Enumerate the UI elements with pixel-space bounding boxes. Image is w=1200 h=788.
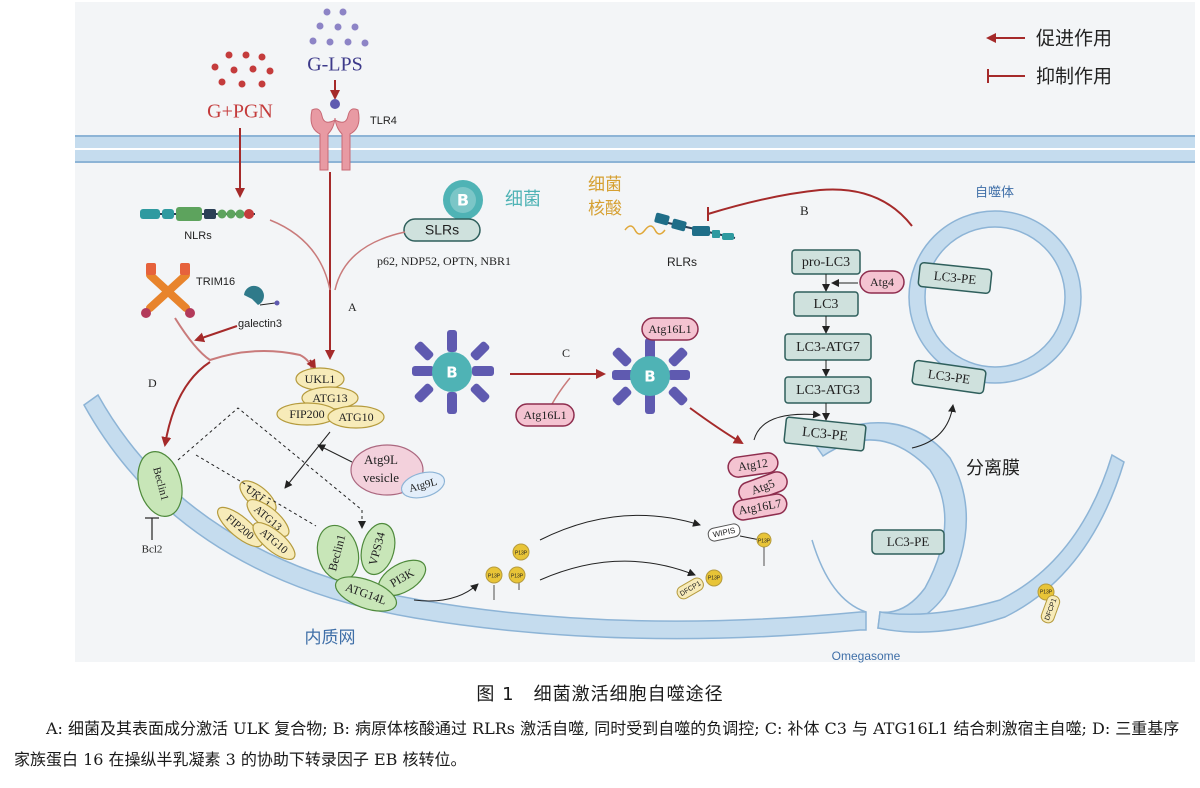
phagophore-to-autophagosome-arrow	[911, 404, 956, 449]
galectin3-label: galectin3	[238, 318, 282, 330]
p13p-to-wipis-arrow	[539, 514, 701, 541]
slr-list-label: p62, NDP52, OPTN, NBR1	[377, 254, 511, 268]
trim16-protein	[141, 263, 195, 318]
autophagosome	[908, 210, 1082, 384]
svg-text:P13P: P13P	[758, 538, 771, 544]
trim16-to-beclin1-arrow	[161, 361, 211, 447]
nlrs-receptor	[140, 207, 255, 221]
beclin1-dashed-path	[177, 407, 366, 529]
phagophore-label: 分离膜	[966, 458, 1020, 479]
p13p-to-dfcp1-arrow	[539, 560, 696, 581]
atg16l1-free: Atg16L1	[515, 403, 575, 427]
svg-text:P13P: P13P	[488, 573, 501, 579]
atg13-top-label: ATG13	[312, 391, 347, 405]
bacteria-label: 细菌	[505, 189, 541, 210]
er-membrane	[83, 393, 867, 640]
beclin1-free: Beclin1	[137, 451, 183, 517]
nlrs-to-a-curve	[269, 219, 331, 291]
svg-text:vesicle: vesicle	[363, 470, 399, 485]
omegasome-label: Omegasome	[832, 649, 901, 663]
dfcp1-right-group: P13P DFCP1	[1037, 583, 1061, 624]
lc3pe-box-inner: LC3-PE	[871, 529, 945, 555]
path-d-label: D	[148, 376, 157, 390]
bacteria-slrs: B SLRs	[403, 180, 483, 242]
galectin3-protein	[244, 285, 280, 306]
svg-text:P13P: P13P	[708, 575, 721, 581]
svg-text:Atg9L: Atg9L	[364, 452, 398, 467]
slrs-label: SLRs	[425, 222, 459, 238]
gpgn-label: G+PGN	[207, 101, 273, 123]
lps-ligand	[330, 99, 340, 109]
path-b-label: B	[800, 203, 809, 218]
trim16-label: TRIM16	[196, 276, 235, 288]
lc3-atg7-label: LC3-ATG7	[796, 340, 860, 355]
figure-caption-title: 图 1 细菌激活细胞自噬途径	[476, 684, 724, 705]
atg9l-to-ulk-arrow	[317, 444, 353, 463]
bcl2-label: Bcl2	[142, 544, 163, 556]
fip200-top-label: FIP200	[289, 407, 324, 421]
tlr4-receptor	[310, 108, 360, 171]
bacteria-c3-left: B	[412, 330, 494, 414]
pgn-particles	[211, 51, 274, 88]
lc3-pe-phagophore-label: LC3-PE	[801, 425, 848, 445]
svg-text:Atg16L1: Atg16L1	[523, 408, 566, 422]
glps-label: G-LPS	[307, 54, 363, 76]
plasma-membrane	[75, 135, 1195, 163]
legend: 促进作用 抑制作用	[986, 28, 1112, 88]
wipis-group: WIPIS P13P P13P DFCP1	[676, 523, 772, 600]
pro-lc3-label: pro-LC3	[802, 255, 850, 270]
nucleic-acid-strand	[624, 225, 666, 235]
er-label: 内质网	[305, 628, 356, 648]
autophagosome-inhibits-rlrs	[707, 188, 913, 227]
lc3pe-box-autophagosome-bottom: LC3-PE	[911, 359, 987, 395]
atg10-top-label: ATG10	[338, 410, 373, 424]
svg-text:B: B	[446, 364, 457, 382]
svg-text:P13P: P13P	[515, 550, 528, 556]
nucleic-acid-label-2: 核酸	[588, 199, 622, 219]
svg-text:LC3-PE: LC3-PE	[933, 268, 977, 287]
figure-caption-body: A: 细菌及其表面成分激活 ULK 复合物; B: 病原体核酸通过 RLRs 激…	[14, 719, 1180, 769]
atg12-label: Atg12	[737, 456, 769, 474]
svg-text:P13P: P13P	[1040, 589, 1053, 595]
pi3k-complex: Beclin1 VPS34 PI3K ATG14L	[316, 522, 427, 612]
legend-inhibit-label: 抑制作用	[1036, 66, 1112, 88]
ulk-to-membrane-arrow	[284, 431, 331, 489]
rlrs-label: RLRs	[667, 255, 697, 269]
bacteria-c3-right: B Atg16L1	[612, 317, 699, 414]
svg-text:LC3-PE: LC3-PE	[927, 366, 971, 387]
lc3pe-box-autophagosome-top: LC3-PE	[917, 261, 993, 295]
ulk-complex-top: UKL1 ATG13 FIP200 ATG10	[276, 367, 385, 429]
galectin3-to-trim16-arrow	[194, 325, 238, 343]
p13p-cluster: P13P P13P P13P	[485, 543, 530, 600]
bacteria-b-label: B	[457, 191, 469, 210]
path-c-label: C	[562, 346, 570, 360]
nucleic-acid-label-1: 细菌	[588, 175, 622, 195]
svg-text:P13P: P13P	[511, 573, 524, 579]
atg4-label: Atg4	[870, 275, 894, 289]
beclin1-dashed-path-2	[195, 454, 317, 527]
tlr4-label: TLR4	[370, 115, 397, 127]
svg-text:B: B	[644, 368, 655, 386]
legend-promote-label: 促进作用	[1036, 28, 1112, 50]
rlrs-receptor	[654, 212, 736, 240]
atg12-atg5-atg16l7-complex: Atg12 Atg5 Atg16L7	[727, 452, 788, 521]
atg9l-vesicle: Atg9L vesicle Atg9L	[350, 444, 446, 499]
path-a-label: A	[348, 300, 357, 314]
atg-to-lc3-arrow	[753, 410, 821, 441]
pi3k-to-p13p-arrow	[413, 583, 479, 602]
complex-to-atg12-arrow	[689, 407, 744, 445]
lc3-cascade: pro-LC3 Atg4 LC3 LC3-ATG7 LC3-ATG3 LC3-P…	[783, 249, 905, 452]
ulk-complex-er: UKL1 ATG13 FIP200 ATG10	[217, 480, 296, 560]
lc3-atg3-label: LC3-ATG3	[796, 383, 860, 398]
lc3-label: LC3	[814, 297, 839, 312]
autophagosome-label: 自噬体	[975, 186, 1014, 201]
lps-particles	[309, 8, 369, 47]
nlrs-label: NLRs	[184, 230, 212, 242]
slrs-to-a-curve	[334, 231, 406, 291]
ukl1-top-label: UKL1	[305, 372, 336, 386]
svg-text:LC3-PE: LC3-PE	[887, 534, 930, 549]
atg16l1-bound-label: Atg16L1	[648, 322, 691, 336]
